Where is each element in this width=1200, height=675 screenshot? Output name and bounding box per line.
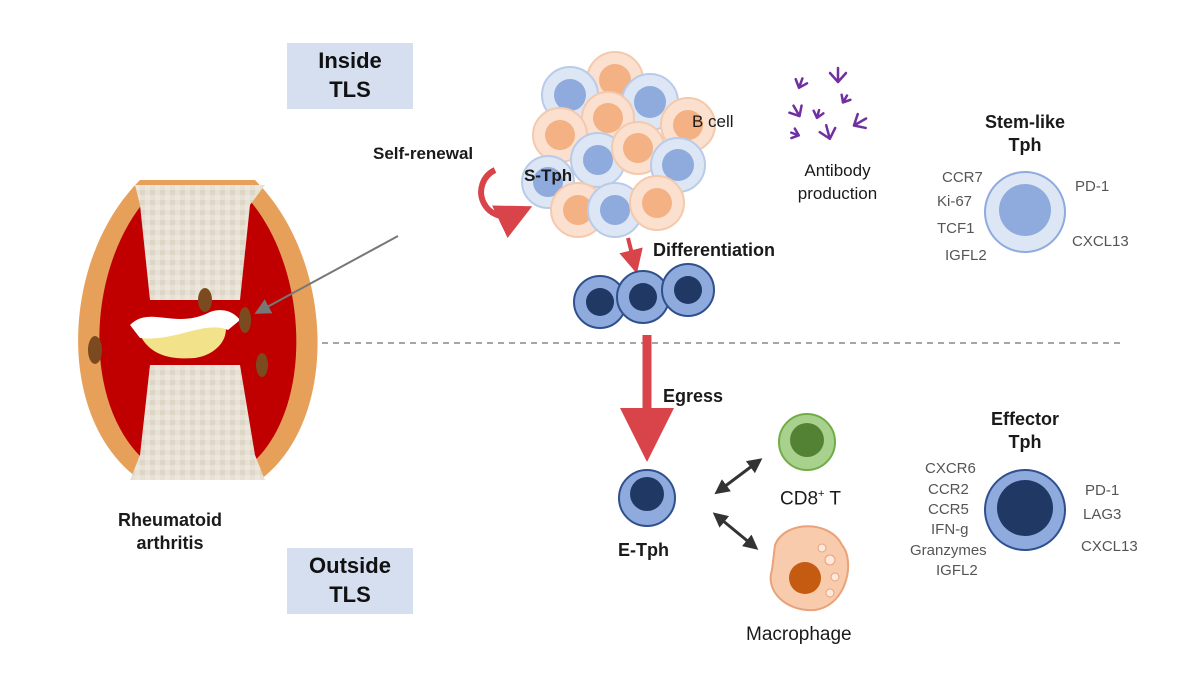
cd8-t-cell <box>778 413 836 471</box>
stem-marker-pd1: PD-1 <box>1075 178 1110 195</box>
stem-marker-igfl2: IGFL2 <box>945 247 987 264</box>
effector-marker-ccr5: CCR5 <box>928 501 969 518</box>
e-tph-cell <box>618 469 676 527</box>
egress-label: Egress <box>663 386 724 406</box>
effector-marker-igfl2: IGFL2 <box>936 562 978 579</box>
effector-marker-ccr2: CCR2 <box>928 481 969 498</box>
effector-marker-ifng: IFN-g <box>931 521 969 538</box>
cd8-t-label: CD8+ T <box>780 488 841 510</box>
cluster-b-cell <box>629 175 685 231</box>
stem-marker-ccr7: CCR7 <box>942 169 983 186</box>
effector-marker-pd1: PD-1 <box>1085 482 1120 499</box>
differentiation-arrow <box>619 237 643 274</box>
differentiation-label: Differentiation <box>653 240 776 260</box>
stem-like-tph-cell <box>984 171 1066 253</box>
tls-cell-cluster <box>521 51 716 238</box>
cluster-s-tph <box>587 182 643 238</box>
tph-cd8-interaction-arrow <box>714 458 763 495</box>
effector-marker-cxcr6: CXCR6 <box>925 460 976 477</box>
effector-marker-lag3: LAG3 <box>1083 506 1122 523</box>
antibody-icons <box>788 66 868 141</box>
macrophage-cell <box>769 525 850 612</box>
macrophage-label: Macrophage <box>746 624 852 645</box>
s-tph-label: S-Tph <box>524 166 573 185</box>
self-renewal-arrow <box>478 167 533 238</box>
effector-tph-cell <box>984 469 1066 551</box>
differentiated-tph-cells <box>573 263 715 329</box>
tph-macrophage-interaction-arrow <box>712 512 759 550</box>
pointer-arrow <box>254 235 399 314</box>
self-renewal-label: Self-renewal <box>373 144 474 163</box>
effector-marker-cxcl13: CXCL13 <box>1081 538 1138 555</box>
stem-marker-cxcl13: CXCL13 <box>1072 233 1129 250</box>
stem-marker-tcf1: TCF1 <box>937 220 975 237</box>
e-tph-label: E-Tph <box>618 540 669 560</box>
effector-marker-granzymes: Granzymes <box>910 542 987 559</box>
stem-marker-ki67: Ki-67 <box>937 193 973 210</box>
joint-illustration <box>78 180 318 480</box>
b-cell-label: B cell <box>692 112 734 131</box>
